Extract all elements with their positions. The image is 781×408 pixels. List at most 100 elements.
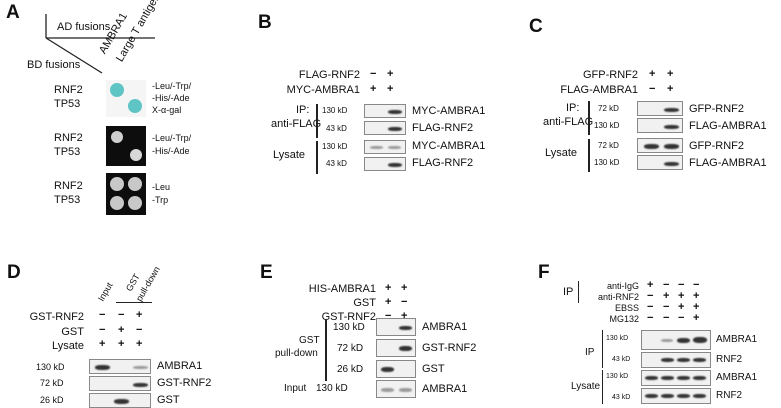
band <box>133 366 148 369</box>
ip-label: IP: <box>566 102 580 114</box>
western-blot <box>364 157 406 171</box>
sign: + <box>693 301 700 313</box>
sign: + <box>385 296 392 308</box>
western-blot <box>641 330 711 350</box>
marker-label: 26 kD <box>40 395 64 405</box>
bracket <box>316 141 318 174</box>
marker-label: 26 kD <box>337 364 364 375</box>
sign: + <box>136 309 143 321</box>
bait-rnf2: RNF2 <box>54 180 83 192</box>
ad-fusions-label: AD fusions <box>57 21 111 33</box>
band <box>114 399 129 404</box>
yeast-plate-leu-trp <box>106 173 146 215</box>
medium-label: -Leu/-Trp/ <box>152 133 192 143</box>
sign: + <box>647 279 654 291</box>
band <box>388 110 402 114</box>
marker-label: 72 kD <box>40 378 64 388</box>
sign: + <box>667 83 674 95</box>
western-blot <box>637 155 683 170</box>
bracket <box>588 139 590 172</box>
bait-rnf2: RNF2 <box>54 84 83 96</box>
blot-label: GFP-RNF2 <box>689 140 744 152</box>
column-label-input: Input <box>96 280 115 303</box>
sign: + <box>649 68 656 80</box>
bait-tp53: TP53 <box>54 194 81 206</box>
band <box>399 326 412 330</box>
ip-label: IP <box>585 347 595 358</box>
input-label: Input <box>284 383 307 394</box>
lysate-label: Lysate <box>545 147 578 159</box>
sign: − <box>663 301 670 313</box>
yeast-plate-xgal <box>106 80 146 117</box>
condition-label: GST <box>61 326 84 338</box>
sign: − <box>401 296 408 308</box>
condition-label: MYC-AMBRA1 <box>286 84 360 96</box>
marker-label: 130 kD <box>322 142 348 151</box>
sign: − <box>370 68 377 80</box>
panel-letter-b: B <box>258 12 272 33</box>
blot-label: MYC-AMBRA1 <box>412 140 486 152</box>
western-blot <box>376 360 416 378</box>
band <box>677 338 690 343</box>
sign: + <box>118 324 125 336</box>
condition-label: GFP-RNF2 <box>583 69 638 81</box>
blot-label: RNF2 <box>716 354 743 365</box>
blot-label: RNF2 <box>716 390 743 401</box>
panel-letter-e: E <box>260 262 273 283</box>
western-blot <box>364 104 406 118</box>
blot-label: MYC-AMBRA1 <box>412 105 486 117</box>
blot-label: AMBRA1 <box>716 372 758 383</box>
band <box>661 394 674 398</box>
western-blot <box>637 138 683 153</box>
sign: + <box>667 68 674 80</box>
medium-label: -His/-Ade <box>152 93 190 103</box>
sign: + <box>387 68 394 80</box>
band <box>399 388 412 392</box>
blot-label: FLAG-AMBRA1 <box>689 120 767 132</box>
western-blot <box>89 376 151 391</box>
sign: − <box>678 312 685 324</box>
sign: − <box>647 290 654 302</box>
condition-label: GST-RNF2 <box>29 311 84 323</box>
sign: + <box>693 312 700 324</box>
band <box>693 394 706 398</box>
bait-tp53: TP53 <box>54 146 81 158</box>
blot-label: FLAG-RNF2 <box>412 157 474 169</box>
bracket <box>602 370 603 404</box>
sign: − <box>118 309 125 321</box>
marker-label: 130 kD <box>594 158 620 167</box>
sign: + <box>118 338 125 350</box>
band <box>664 144 679 149</box>
condition-label: EBSS <box>614 303 639 313</box>
bracket <box>588 101 590 135</box>
blot-label: AMBRA1 <box>422 383 468 395</box>
western-blot <box>364 121 406 135</box>
blot-label: GST <box>422 363 445 375</box>
blot-label: AMBRA1 <box>157 360 203 372</box>
ip-antibody-label: anti-FLAG <box>271 118 322 130</box>
medium-label: -His/-Ade <box>152 146 190 156</box>
sign: − <box>663 279 670 291</box>
condition-label: FLAG-RNF2 <box>298 69 360 81</box>
band <box>693 376 706 380</box>
column-label-pull-down: pull-down <box>134 264 162 303</box>
condition-label: anti-RNF2 <box>597 292 639 302</box>
condition-label: HIS-AMBRA1 <box>308 283 376 295</box>
western-blot <box>637 101 683 116</box>
lysate-label: Lysate <box>571 381 601 392</box>
yeast-plate-his-ade <box>106 126 146 166</box>
western-blot <box>376 339 416 357</box>
band <box>677 394 690 398</box>
condition-label: anti-IgG <box>606 281 639 291</box>
sign: + <box>370 83 377 95</box>
marker-label: 72 kD <box>598 104 619 113</box>
western-blot <box>641 370 711 386</box>
lysate-label: Lysate <box>273 149 306 161</box>
marker-label: 130 kD <box>316 383 348 394</box>
band <box>381 367 394 372</box>
band <box>693 358 706 362</box>
medium-label: X-α-gal <box>152 105 182 115</box>
colony-blue <box>128 99 142 113</box>
bracket <box>316 104 318 138</box>
band <box>133 383 148 387</box>
